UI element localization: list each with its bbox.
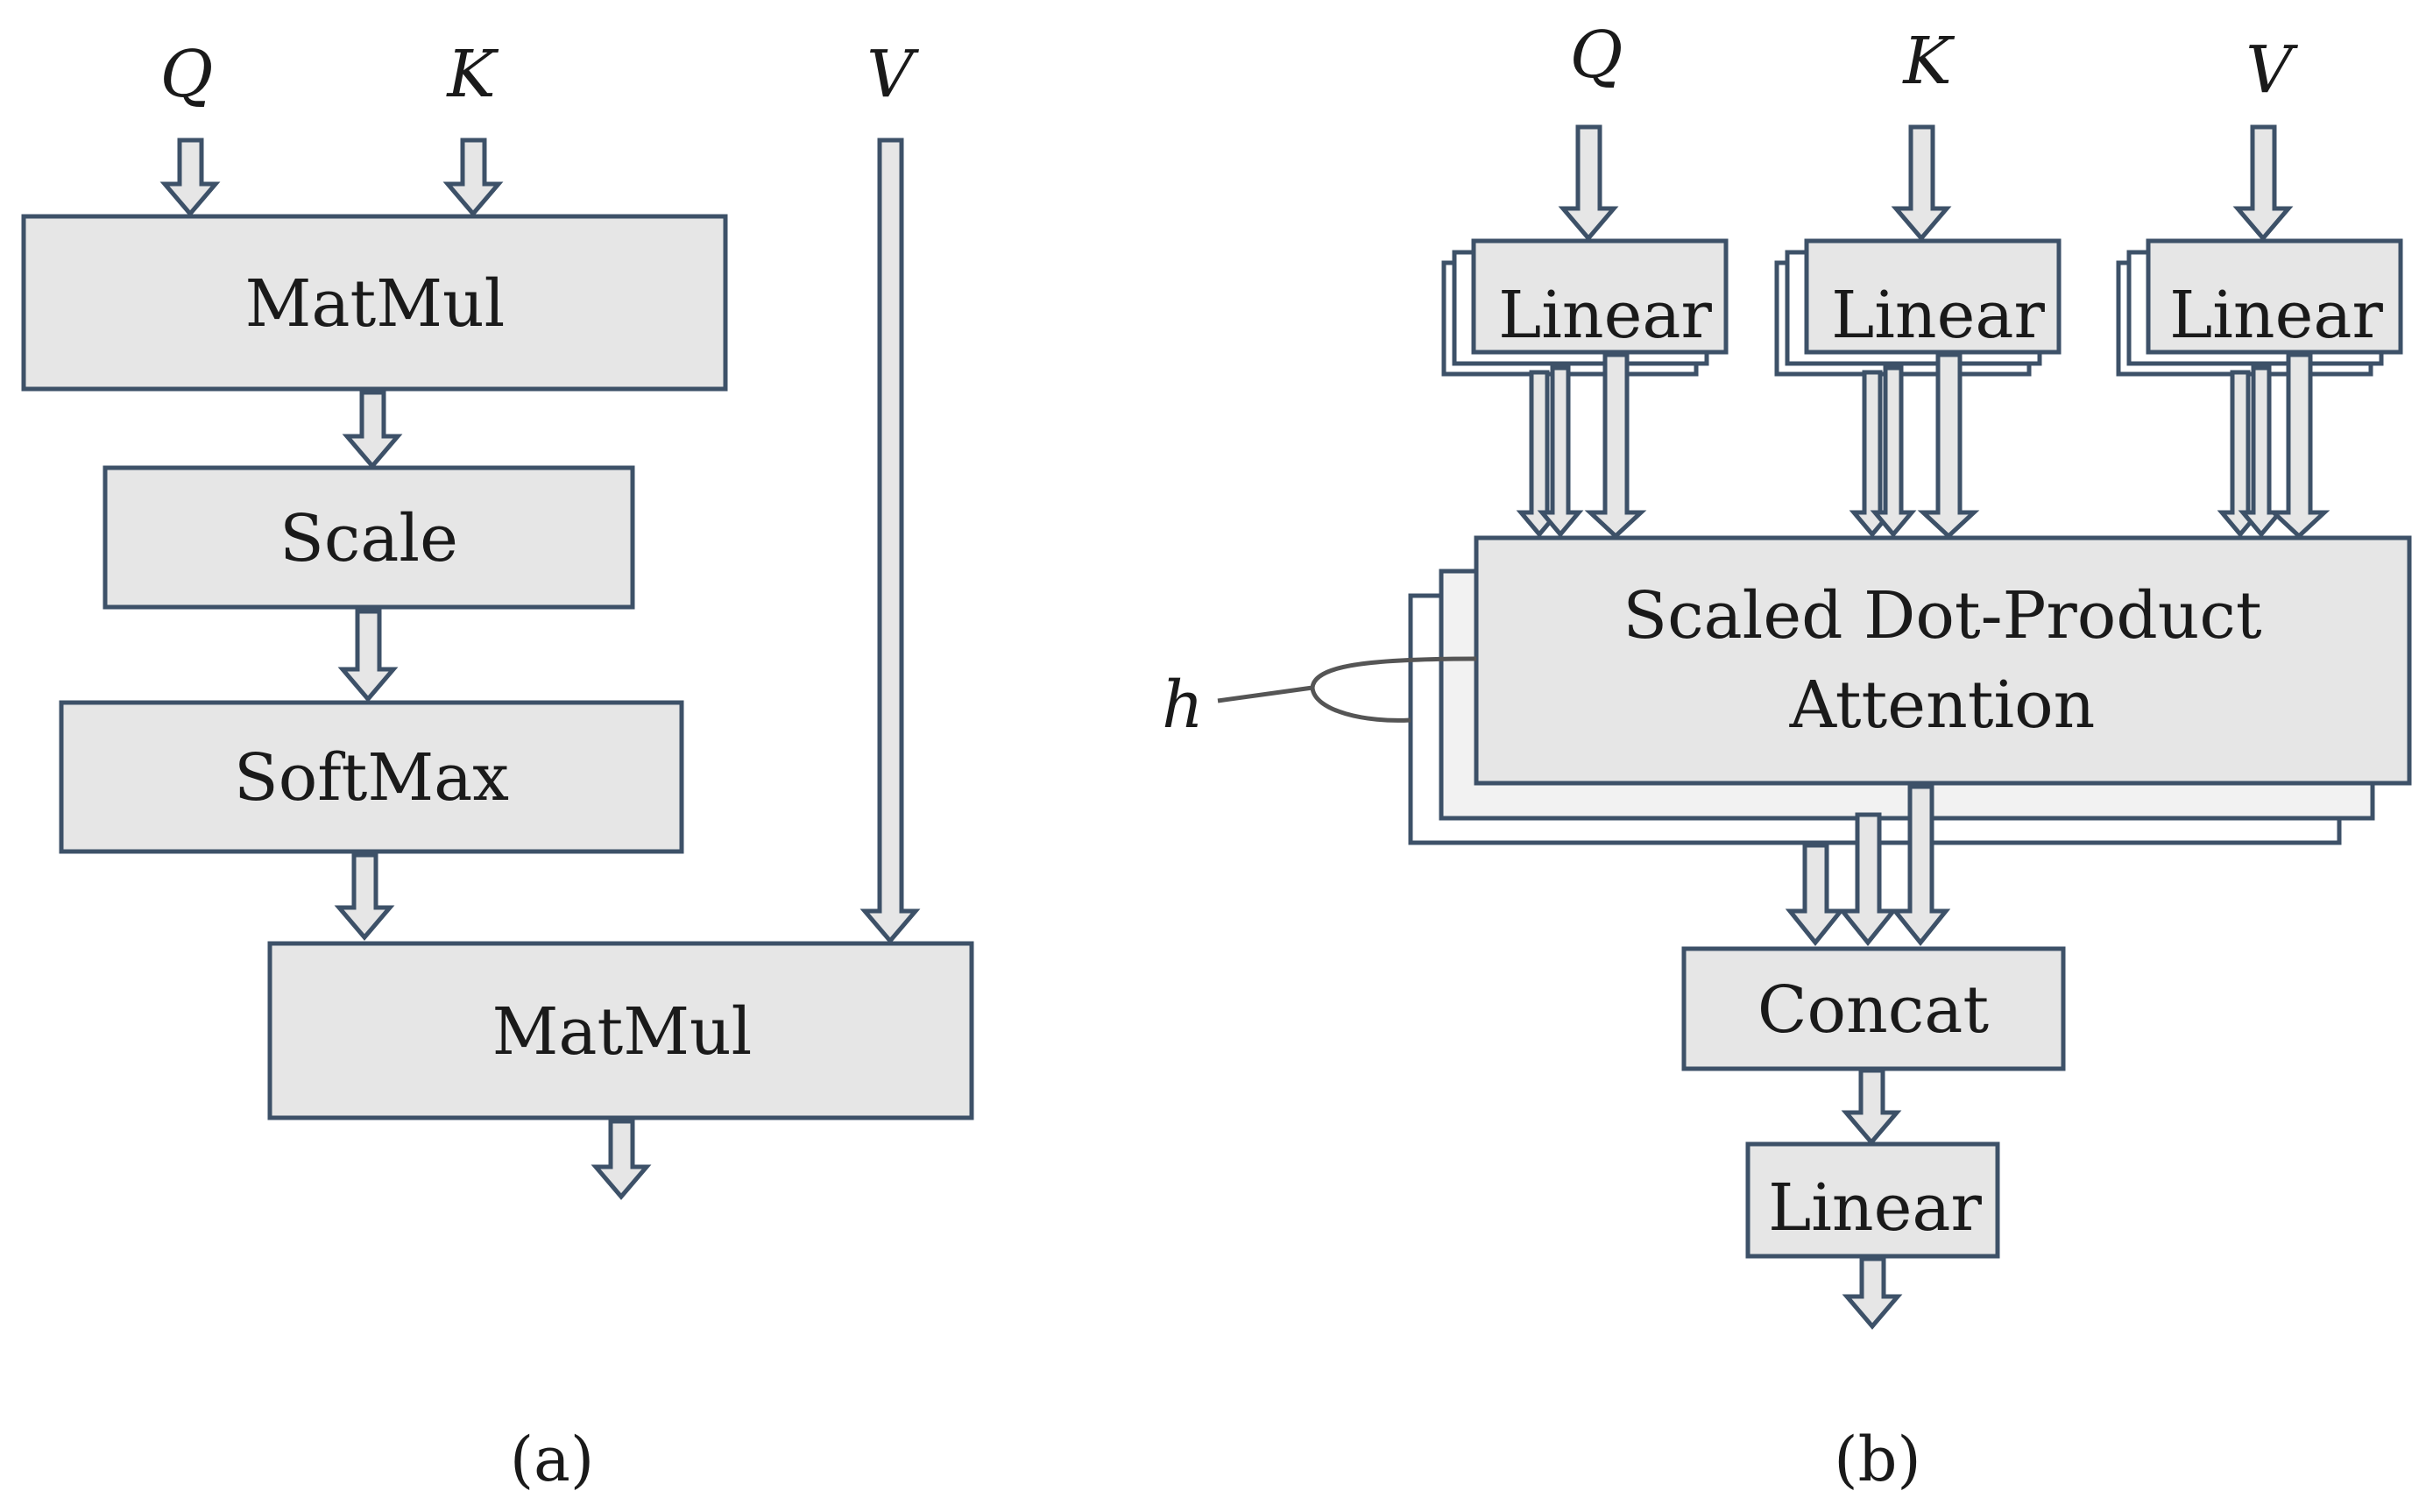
linear-k-box bbox=[1804, 238, 2062, 355]
panel-b-caption: (b) bbox=[1834, 1424, 1920, 1495]
matmul-bottom-box bbox=[267, 941, 974, 1120]
arrow-linear-v-head-2 bbox=[2238, 365, 2285, 538]
panel-a-k-label: K bbox=[445, 37, 499, 112]
arrow-linear-k-head-2 bbox=[1870, 365, 1917, 538]
arrow-v-to-linear bbox=[2232, 124, 2294, 242]
panel-a: Q K V MatMul Scale SoftMax MatMul (a) bbox=[21, 37, 974, 1495]
arrow-linear-q-head-2 bbox=[1537, 365, 1584, 538]
softmax-box bbox=[59, 700, 684, 854]
arrow-softmax-to-matmul bbox=[334, 852, 395, 941]
panel-a-v-label: V bbox=[866, 37, 919, 112]
arrow-matmul-to-scale bbox=[342, 390, 403, 470]
heads-loop bbox=[1217, 656, 1477, 723]
arrow-linear-q-head-3 bbox=[1584, 352, 1647, 540]
attention-stack: Scaled Dot-Product Attention bbox=[1408, 535, 2412, 845]
matmul-top-box bbox=[21, 214, 728, 392]
arrow-q-to-matmul bbox=[159, 138, 221, 217]
panel-b-v-label: V bbox=[2246, 32, 2298, 108]
arrow-linear-v-head-3 bbox=[2267, 352, 2330, 540]
linear-output-label: Linear bbox=[1768, 1170, 1982, 1246]
arrow-attention-to-concat-3 bbox=[1890, 784, 1951, 946]
attention-label-line1: Scaled Dot-Product bbox=[1623, 578, 2261, 654]
linear-k-stack: Linear bbox=[1774, 238, 2062, 377]
concat-label: Concat bbox=[1758, 972, 1989, 1048]
arrow-linear-output bbox=[1842, 1256, 1903, 1330]
linear-q-label: Linear bbox=[1498, 278, 1712, 353]
arrow-attention-to-concat-1 bbox=[1785, 843, 1846, 946]
linear-output-box bbox=[1745, 1141, 2000, 1259]
heads-label: h bbox=[1162, 668, 1204, 743]
panel-b: Q K V Linear Linear Linear bbox=[1162, 18, 2412, 1495]
concat-box bbox=[1681, 946, 2066, 1071]
panel-a-caption: (a) bbox=[510, 1424, 594, 1495]
arrow-v-to-matmul bbox=[859, 138, 921, 944]
arrow-concat-to-linear bbox=[1841, 1068, 1902, 1146]
linear-v-stack: Linear bbox=[2116, 238, 2403, 377]
arrow-k-to-matmul bbox=[442, 138, 504, 217]
linear-q-box bbox=[1471, 238, 1729, 355]
panel-a-q-label: Q bbox=[160, 37, 214, 112]
scale-box bbox=[103, 465, 635, 610]
linear-k-label: Linear bbox=[1831, 278, 2045, 353]
arrow-attention-to-concat-2 bbox=[1837, 812, 1899, 946]
attention-box bbox=[1474, 535, 2412, 786]
panel-b-q-label: Q bbox=[1570, 18, 1623, 93]
arrows-linear-to-attention bbox=[1516, 352, 2330, 540]
softmax-label: SoftMax bbox=[234, 740, 509, 816]
linear-v-box bbox=[2146, 238, 2403, 355]
linear-v-label: Linear bbox=[2169, 278, 2383, 353]
arrow-matmul-output bbox=[591, 1119, 652, 1200]
arrow-k-to-linear bbox=[1891, 124, 1952, 242]
scale-label: Scale bbox=[279, 501, 458, 576]
linear-q-stack: Linear bbox=[1441, 238, 1729, 377]
matmul-bottom-label: MatMul bbox=[492, 994, 753, 1070]
arrow-q-to-linear bbox=[1558, 124, 1619, 242]
matmul-top-label: MatMul bbox=[245, 266, 506, 342]
arrows-attention-to-concat bbox=[1785, 784, 1951, 946]
arrow-linear-k-head-3 bbox=[1917, 352, 1980, 540]
attention-label-line2: Attention bbox=[1789, 668, 2096, 743]
arrow-scale-to-softmax bbox=[337, 609, 399, 703]
panel-b-k-label: K bbox=[1901, 24, 1955, 99]
